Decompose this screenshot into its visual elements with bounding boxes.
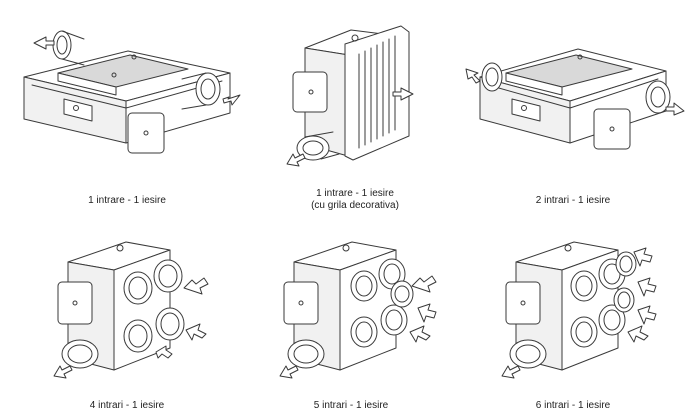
caption-unit-3: 2 intrari - 1 iesire: [535, 195, 611, 206]
unit-3-illustration: [465, 48, 685, 150]
caption-unit-4: 4 intrari - 1 iesire: [89, 400, 165, 411]
caption-unit-2-line-1: 1 intrare - 1 iesire: [316, 188, 394, 199]
caption-unit-5: 5 intrari - 1 iesire: [313, 400, 389, 411]
unit-5-illustration: [279, 241, 437, 379]
unit-1-illustration: [23, 30, 241, 154]
unit-4-illustration: [53, 241, 209, 379]
caption-unit-2: 1 intrare - 1 iesire (cu grila decorativ…: [280, 188, 430, 212]
caption-unit-1: 1 intrare - 1 iesire: [88, 195, 166, 206]
unit-6-illustration: [501, 241, 657, 379]
unit-2-illustration: [286, 25, 414, 167]
caption-unit-6: 6 intrari - 1 iesire: [535, 400, 611, 411]
caption-unit-2-line-2: (cu grila decorativa): [311, 200, 399, 211]
